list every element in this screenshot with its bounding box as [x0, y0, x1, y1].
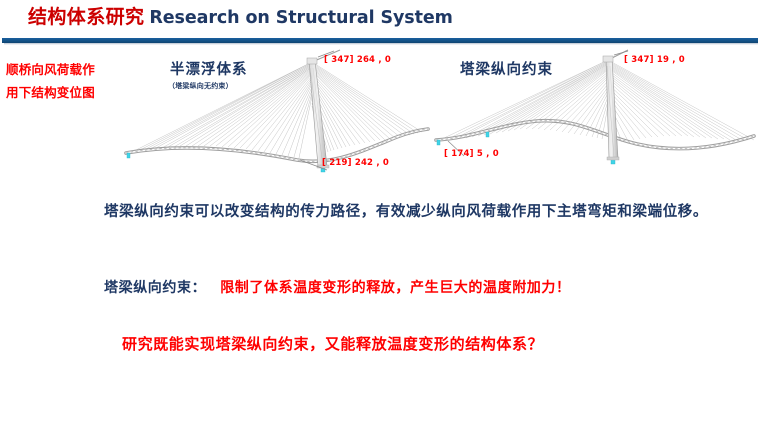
header-divider-shadow [4, 43, 758, 45]
bridge-deformation-diagram-right [434, 49, 756, 165]
figure-title-left: 半漂浮体系 [170, 61, 248, 78]
page-title-cn: 结构体系研究 [28, 6, 145, 28]
side-caption: 顺桥向风荷载作 用下结构变位图 [6, 58, 118, 104]
figure-tower-girder-restraint: 塔梁纵向约束 [ 347] 19 , 0 [ 174] 5 , 0 [432, 48, 760, 188]
annotation-tower-top-left: [ 347] 264 , 0 [324, 55, 392, 65]
figure-band: 半漂浮体系 （塔梁纵向无约束） [ 347] 264 , 0 [ 219] 24… [0, 48, 760, 188]
page-title-en: Research on Structural System [149, 8, 453, 28]
figure-subtitle-left: （塔梁纵向无约束） [168, 81, 233, 90]
annotation-tower-top-right: [ 347] 19 , 0 [624, 55, 685, 65]
side-caption-line-2: 用下结构变位图 [6, 85, 95, 100]
header-divider [2, 38, 758, 43]
paragraph-restraint-note: 塔梁纵向约束： 限制了体系温度变形的释放，产生巨大的温度附加力！ [104, 277, 571, 299]
annotation-girder-end-right: [ 174] 5 , 0 [444, 149, 499, 159]
figure-half-floating-system: 半漂浮体系 （塔梁纵向无约束） [ 347] 264 , 0 [ 219] 24… [122, 48, 432, 188]
annotation-girder-end-left: [ 219] 242 , 0 [322, 158, 390, 168]
restraint-note-accent: 限制了体系温度变形的释放，产生巨大的温度附加力！ [220, 280, 571, 296]
side-caption-line-1: 顺桥向风荷载作 [6, 62, 95, 77]
restraint-note-label: 塔梁纵向约束： [104, 280, 207, 296]
paragraph-conclusion: 塔梁纵向约束可以改变结构的传力路径，有效减少纵向风荷载作用下主塔弯矩和梁端位移。 [104, 203, 708, 220]
body-text-block: 塔梁纵向约束可以改变结构的传力路径，有效减少纵向风荷载作用下主塔弯矩和梁端位移。… [0, 190, 760, 427]
figure-title-right: 塔梁纵向约束 [460, 61, 553, 78]
paragraph-research-question: 研究既能实现塔梁纵向约束，又能释放温度变形的结构体系？ [122, 335, 544, 353]
bridge-deformation-diagram-left [124, 49, 430, 173]
